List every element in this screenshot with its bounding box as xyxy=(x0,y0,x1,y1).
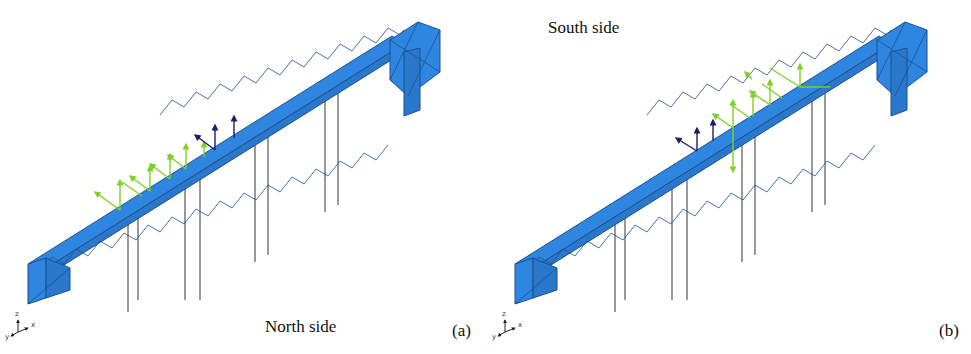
panel-label: (b) xyxy=(939,322,959,341)
panel-label: (a) xyxy=(452,322,471,341)
axis-letter: y xyxy=(492,334,496,342)
axis-letter: x xyxy=(31,322,35,330)
side-label: North side xyxy=(265,318,336,337)
axis-letter: y xyxy=(5,334,9,342)
axis-letter: x xyxy=(518,322,522,330)
axis-letter: z xyxy=(15,311,19,319)
side-label: South side xyxy=(548,19,619,38)
axis-letter: z xyxy=(502,311,506,319)
